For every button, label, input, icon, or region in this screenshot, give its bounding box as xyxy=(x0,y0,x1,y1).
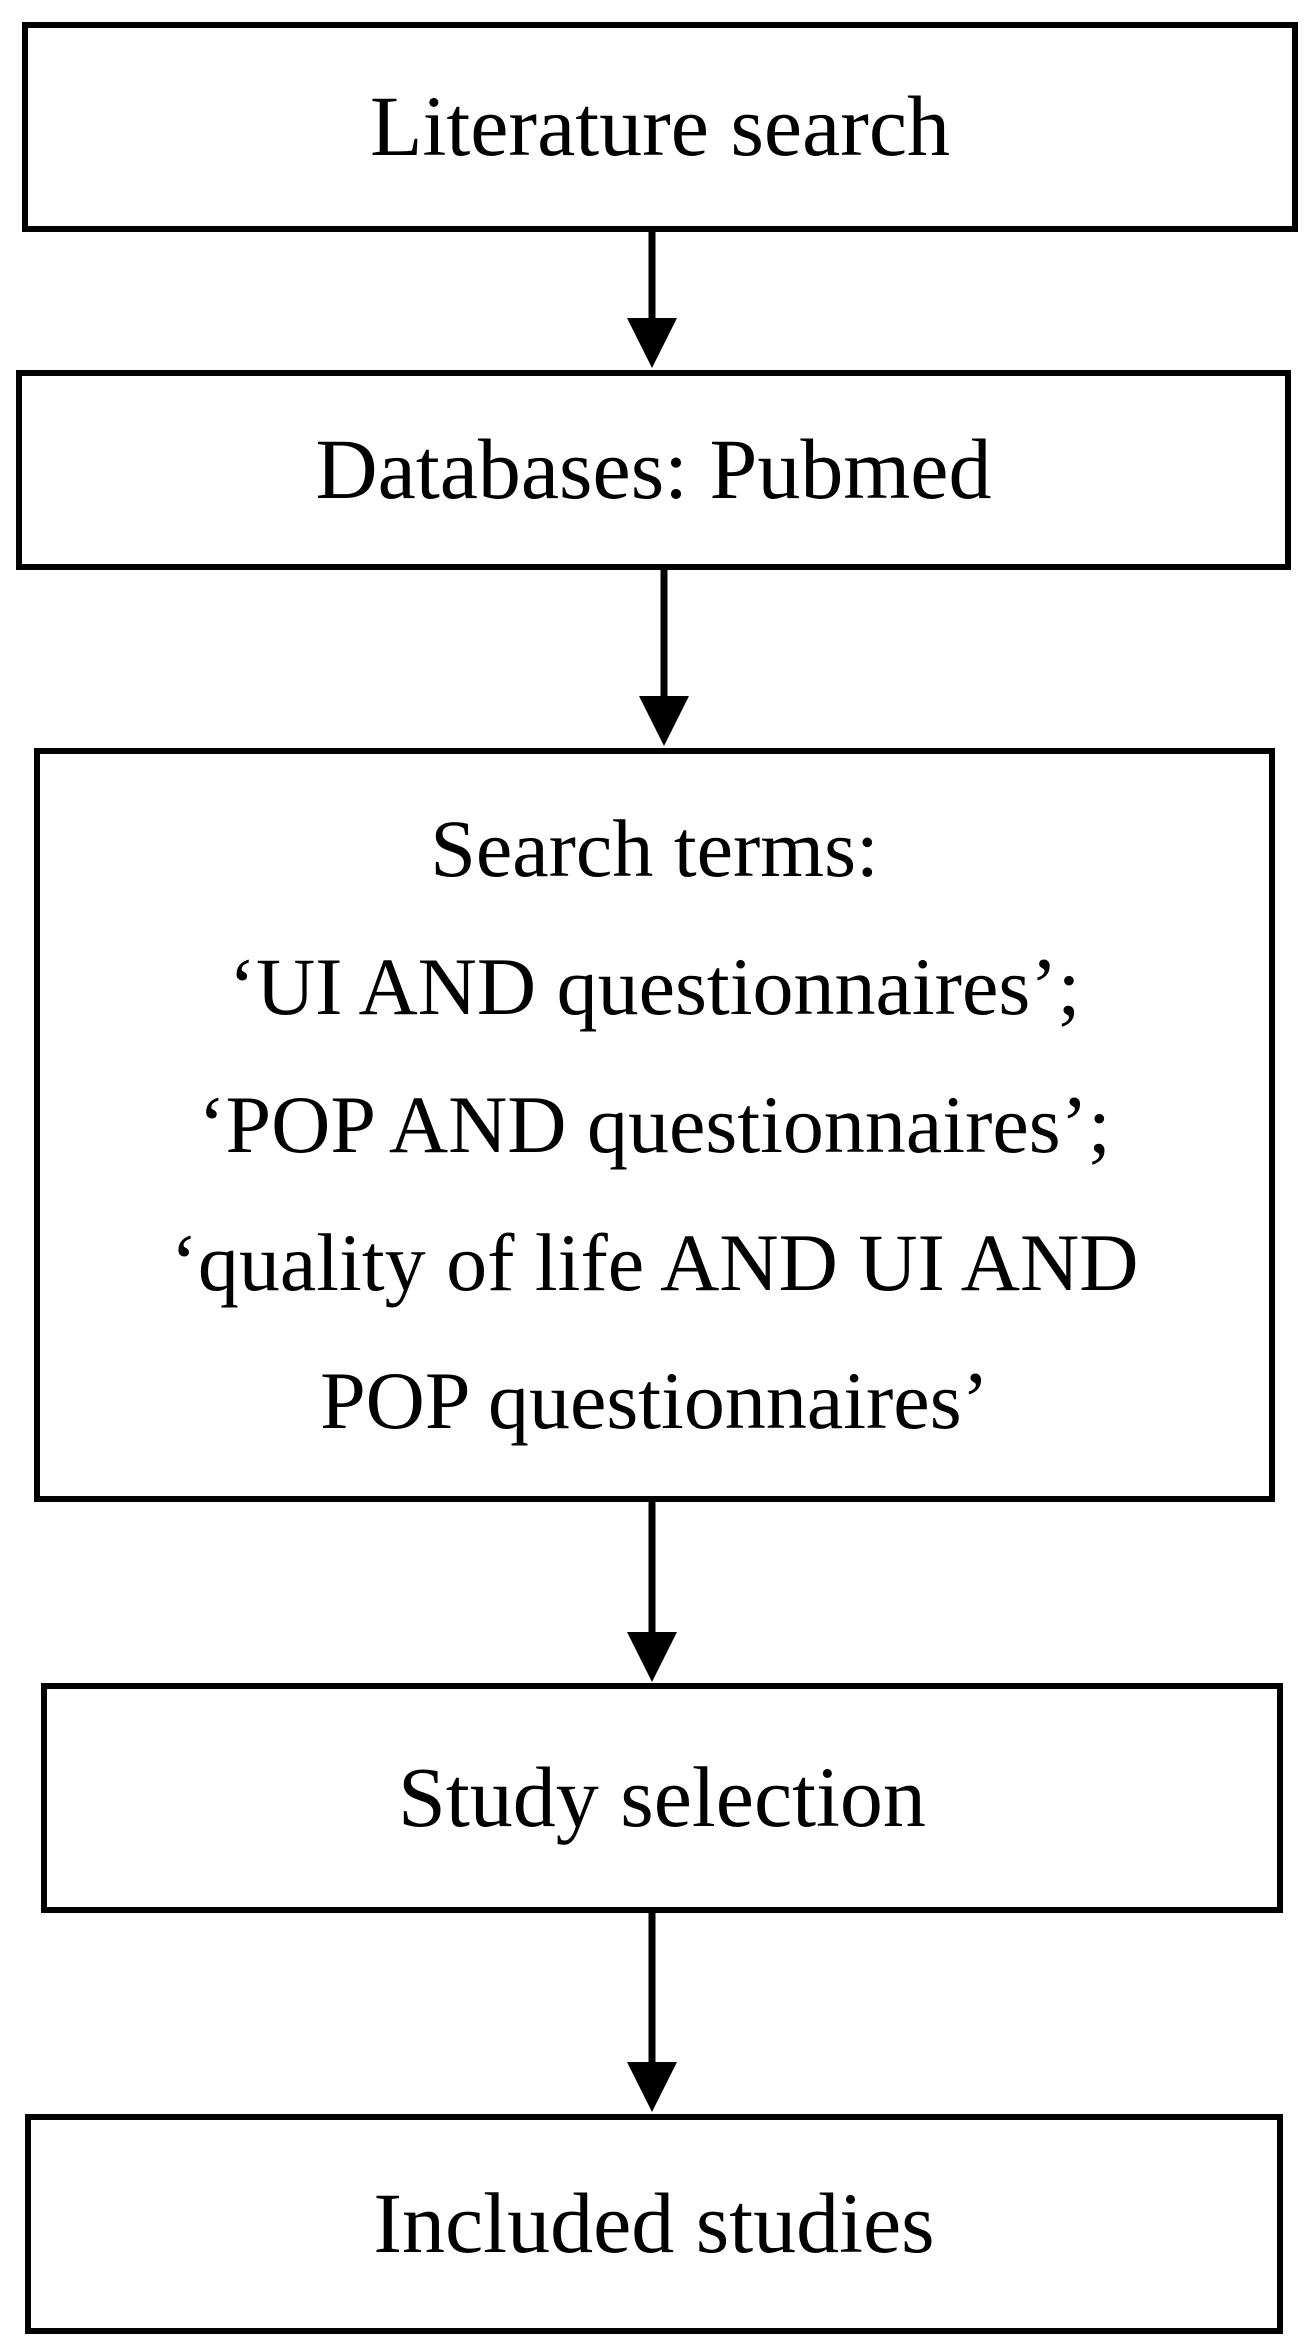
included-studies-box: Included studies xyxy=(25,2114,1283,2334)
search-term-pop-questionnaires: ‘POP AND questionnaires’; xyxy=(198,1079,1111,1170)
search-terms-text: Search terms: ‘UI AND questionnaires’; ‘… xyxy=(171,780,1139,1470)
search-terms-heading: Search terms: xyxy=(430,803,879,894)
databases-label: Databases: Pubmed xyxy=(315,421,992,518)
search-term-quality-of-life-line-2: POP questionnaires’ xyxy=(320,1355,989,1446)
arrow-literature-to-databases xyxy=(627,232,677,368)
literature-search-label: Literature search xyxy=(369,78,951,175)
study-selection-box: Study selection xyxy=(41,1683,1283,1913)
study-selection-label: Study selection xyxy=(398,1749,926,1846)
included-studies-label: Included studies xyxy=(373,2175,935,2272)
search-terms-box: Search terms: ‘UI AND questionnaires’; ‘… xyxy=(34,748,1275,1502)
arrow-study-selection-to-included-studies xyxy=(627,1913,677,2112)
databases-box: Databases: Pubmed xyxy=(16,370,1291,570)
search-term-quality-of-life-line-1: ‘quality of life AND UI AND xyxy=(170,1217,1139,1308)
arrow-search-terms-to-study-selection xyxy=(627,1502,677,1682)
search-term-ui-questionnaires: ‘UI AND questionnaires’; xyxy=(228,941,1081,1032)
arrow-databases-to-search-terms xyxy=(639,570,689,746)
literature-search-box: Literature search xyxy=(22,22,1298,232)
